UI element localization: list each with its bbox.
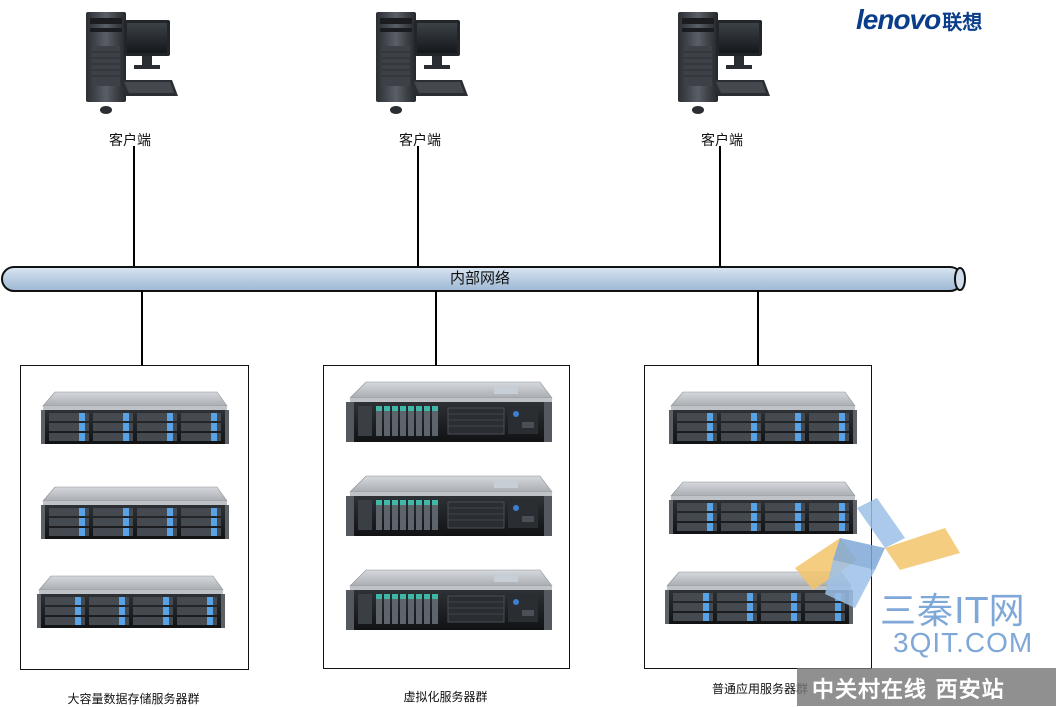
client-link-1 <box>133 146 135 268</box>
client-link-3 <box>719 146 721 268</box>
watermark-logo-mark <box>795 498 960 608</box>
desktop-computer-icon <box>80 6 180 126</box>
client-label-3: 客户端 <box>701 133 743 149</box>
storage-server-icon <box>39 483 229 543</box>
client-link-2 <box>417 146 419 268</box>
application-server-group <box>644 365 872 669</box>
desktop-computer-icon <box>370 6 470 126</box>
group-label-storage: 大容量数据存储服务器群 <box>67 692 200 706</box>
group-link-1 <box>141 291 143 366</box>
virtualization-server-group <box>323 365 570 669</box>
storage-server-group <box>20 365 249 670</box>
internal-network-bus <box>1 266 966 292</box>
group-label-virtualization: 虚拟化服务器群 <box>403 690 488 704</box>
storage-server-icon <box>39 388 229 448</box>
client-pc-1: 客户端 <box>80 6 180 149</box>
logo-latin-text: lenovo <box>856 4 941 35</box>
client-pc-2: 客户端 <box>370 6 470 149</box>
watermark-domain: 3QIT.COM <box>893 627 1034 658</box>
client-pc-3: 客户端 <box>672 6 772 149</box>
client-label-1: 客户端 <box>109 133 151 149</box>
network-label: 内部网络 <box>449 269 510 287</box>
client-label-2: 客户端 <box>399 133 441 149</box>
storage-server-icon <box>35 572 225 632</box>
logo-cjk-text: 联想 <box>942 10 983 34</box>
desktop-computer-icon <box>672 6 772 126</box>
compute-server-icon <box>344 566 554 632</box>
group-label-application: 普通应用服务器群 <box>711 682 808 696</box>
storage-server-icon <box>667 388 857 448</box>
compute-server-icon <box>344 378 554 444</box>
group-link-3 <box>757 291 759 366</box>
watermark-banner-bg <box>797 668 1056 706</box>
watermark-banner-text: 中关村在线 西安站 <box>812 678 1005 703</box>
lenovo-logo: lenovo 联想 <box>856 4 983 35</box>
watermark-site-name: 三秦IT网 <box>880 591 1026 632</box>
group-link-2 <box>435 291 437 366</box>
compute-server-icon <box>344 472 554 538</box>
